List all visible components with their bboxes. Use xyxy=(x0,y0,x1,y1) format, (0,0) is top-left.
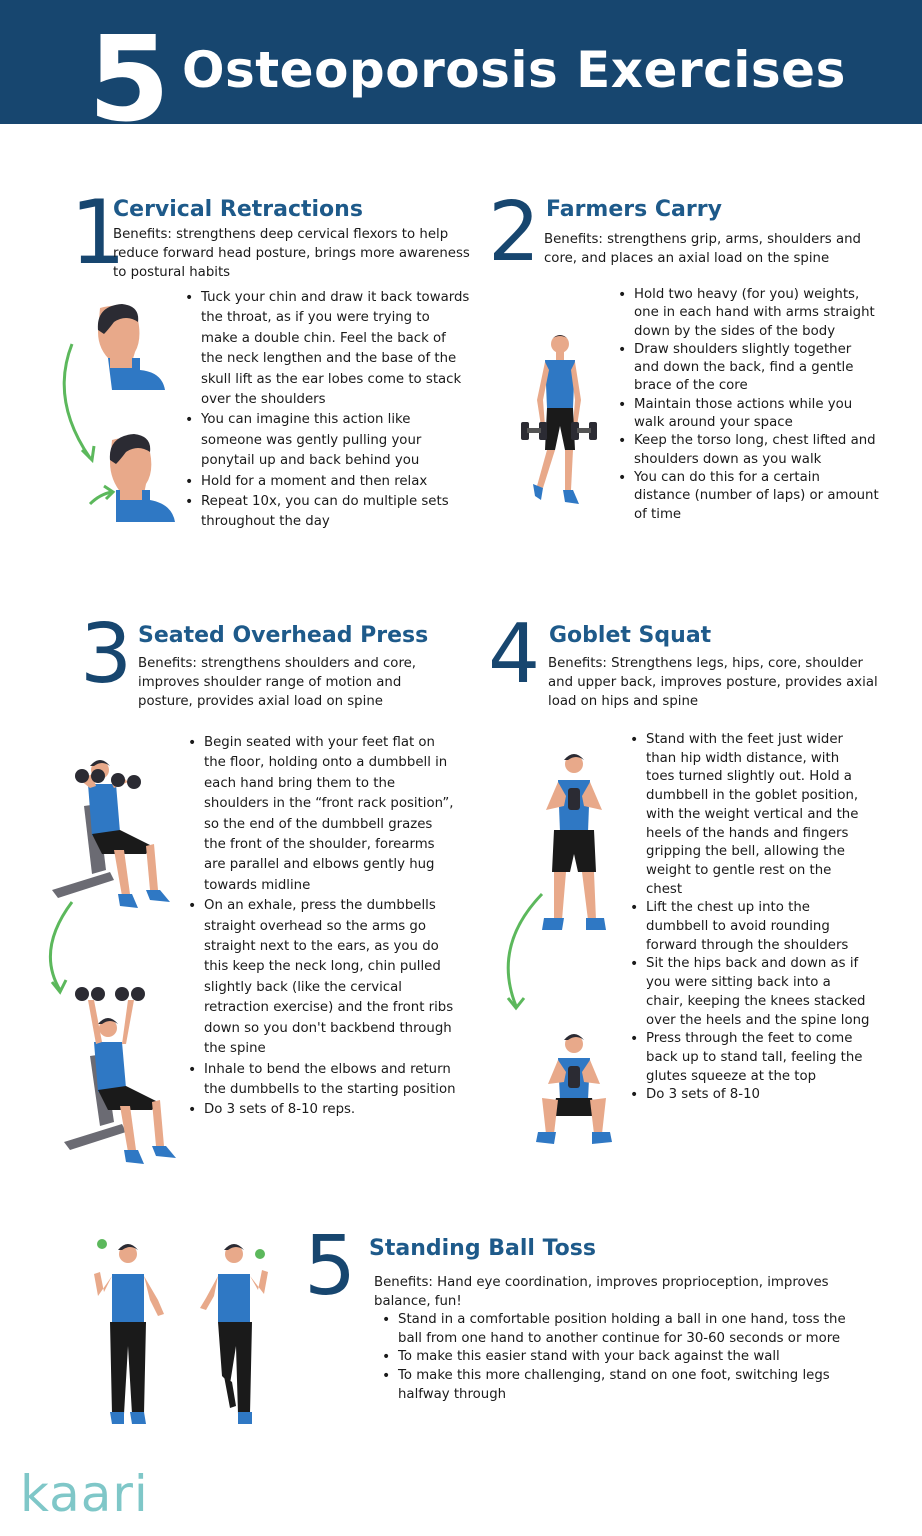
list-item: Stand with the feet just wider than hip … xyxy=(630,731,870,899)
list-item: Keep the torso long, chest lifted and sh… xyxy=(618,432,880,469)
list-item: You can do this for a certain distance (… xyxy=(618,469,880,524)
exercise-steps: Tuck your chin and draw it back towards … xyxy=(185,288,470,533)
seated-overhead-press-illustration xyxy=(48,760,176,1164)
list-item: Stand in a comfortable position holding … xyxy=(382,1311,852,1348)
exercise-number: 5 xyxy=(304,1219,357,1314)
exercise-number: 1 xyxy=(70,181,126,284)
exercise-benefits: Benefits: strengthens shoulders and core… xyxy=(138,656,417,709)
list-item: Draw shoulders slightly together and dow… xyxy=(618,341,880,396)
exercise-steps: Stand with the feet just wider than hip … xyxy=(630,731,870,1105)
exercise-title: Seated Overhead Press xyxy=(138,623,429,648)
list-item: Lift the chest up into the dumbbell to a… xyxy=(630,899,870,955)
exercise-steps: Begin seated with your feet flat on the … xyxy=(188,733,456,1121)
list-item: Hold two heavy (for you) weights, one in… xyxy=(618,286,880,341)
page-header: 5 Osteoporosis Exercises xyxy=(0,0,922,138)
page-title: Osteoporosis Exercises xyxy=(182,41,846,99)
list-item: To make this easier stand with your back… xyxy=(382,1348,852,1367)
list-item: Hold for a moment and then relax xyxy=(185,472,470,493)
list-item: Maintain those actions while you walk ar… xyxy=(618,396,880,433)
list-item: Sit the hips back and down as if you wer… xyxy=(630,955,870,1030)
list-item: Inhale to bend the elbows and return the… xyxy=(188,1060,456,1101)
exercise-benefits: Benefits: Strengthens legs, hips, core, … xyxy=(548,656,878,709)
list-item: Do 3 sets of 8-10 xyxy=(630,1086,870,1105)
exercise-number: 4 xyxy=(488,607,541,702)
exercise-number: 2 xyxy=(488,185,541,280)
exercise-steps: Stand in a comfortable position holding … xyxy=(382,1311,852,1405)
exercise-title: Cervical Retractions xyxy=(113,197,363,222)
exercise-steps: Hold two heavy (for you) weights, one in… xyxy=(618,286,880,524)
exercise-title: Standing Ball Toss xyxy=(369,1236,596,1261)
exercise-title: Farmers Carry xyxy=(546,197,722,222)
list-item: Begin seated with your feet flat on the … xyxy=(188,733,456,896)
list-item: Tuck your chin and draw it back towards … xyxy=(185,288,470,410)
header-number: 5 xyxy=(88,10,171,148)
farmers-carry-illustration xyxy=(521,335,597,504)
exercise-number: 3 xyxy=(80,607,133,702)
list-item: Do 3 sets of 8-10 reps. xyxy=(188,1100,456,1121)
goblet-squat-illustration xyxy=(506,754,612,1144)
exercise-benefits: Benefits: Hand eye coordination, improve… xyxy=(374,1275,829,1309)
exercise-benefits: Benefits: strengthens deep cervical flex… xyxy=(113,227,470,280)
ball-toss-illustration xyxy=(94,1239,268,1424)
list-item: To make this more challenging, stand on … xyxy=(382,1367,852,1404)
kaari-logo: kaari xyxy=(20,1465,149,1523)
exercise-title: Goblet Squat xyxy=(549,623,712,648)
cervical-retraction-illustration xyxy=(62,304,175,522)
exercise-benefits: Benefits: strengthens grip, arms, should… xyxy=(544,232,861,266)
list-item: Press through the feet to come back up t… xyxy=(630,1030,870,1086)
list-item: Repeat 10x, you can do multiple sets thr… xyxy=(185,492,470,533)
list-item: On an exhale, press the dumbbells straig… xyxy=(188,896,456,1059)
list-item: You can imagine this action like someone… xyxy=(185,410,470,471)
